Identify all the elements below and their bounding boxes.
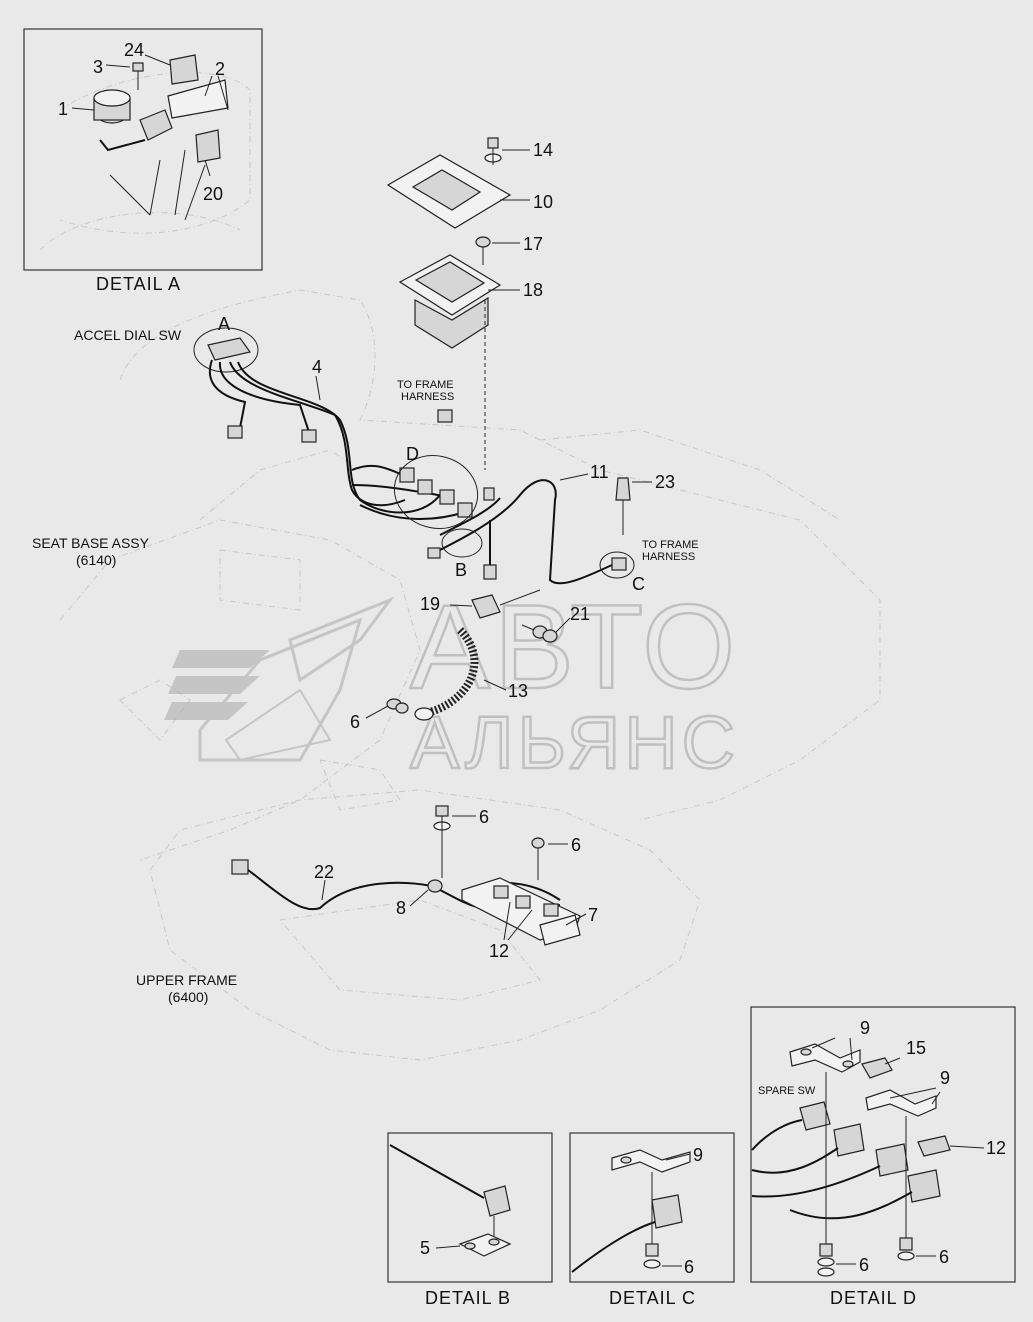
ghost-outline (59, 72, 881, 1061)
callout-8: 8 (396, 898, 406, 918)
detail-c: 9 6 (569, 1132, 735, 1283)
callout-19: 19 (420, 594, 440, 614)
label-seat-base-line2: (6140) (76, 552, 116, 568)
detail-b: 5 (387, 1132, 553, 1283)
callout-12: 12 (489, 941, 509, 961)
callout-18: 18 (523, 280, 543, 300)
callout-20: 20 (203, 184, 223, 204)
callout-6-d2: 6 (939, 1247, 949, 1267)
callout-6-d1: 6 (859, 1255, 869, 1275)
label-upper-frame-line1: UPPER FRAME (136, 972, 237, 988)
callout-11: 11 (590, 462, 609, 482)
callout-4: 4 (312, 357, 322, 377)
main-harness: ACCEL DIAL SW A D B C (32, 314, 699, 732)
callout-5: 5 (420, 1238, 430, 1258)
label-upper-frame-line2: (6400) (168, 989, 208, 1005)
detail-d-caption: DETAIL D (830, 1288, 917, 1308)
callout-6-a: 6 (479, 807, 489, 827)
detail-a: 24 3 2 1 20 (23, 28, 263, 271)
detail-a-caption: DETAIL A (96, 274, 181, 294)
callout-21: 21 (570, 604, 590, 624)
callout-23: 23 (655, 472, 675, 492)
watermark-line2: АЛЬЯНС (410, 701, 739, 784)
callout-22: 22 (314, 862, 334, 882)
watermark-logo: АВТО АЛЬЯНС (164, 579, 739, 785)
label-to-frame-harness-1-line1: TO FRAME (397, 379, 454, 391)
letter-b: B (455, 560, 467, 580)
callout-9-c: 9 (693, 1145, 703, 1165)
label-to-frame-harness-1-line2: HARNESS (401, 391, 454, 403)
callout-7: 7 (588, 905, 598, 925)
callout-6-b: 6 (571, 835, 581, 855)
callout-1: 1 (58, 99, 68, 119)
callout-6-c: 6 (684, 1257, 694, 1277)
callout-17: 17 (523, 234, 543, 254)
letter-c: C (632, 574, 645, 594)
detail-d: 9 15 9 12 6 6 SPARE SW (750, 1006, 1016, 1283)
label-to-frame-harness-2-line2: HARNESS (642, 551, 695, 563)
letter-a: A (218, 314, 230, 334)
callout-13: 13 (508, 681, 528, 701)
detail-c-caption: DETAIL C (609, 1288, 696, 1308)
label-to-frame-harness-2-line1: TO FRAME (642, 539, 699, 551)
callout-6-mid: 6 (350, 712, 360, 732)
callout-2: 2 (215, 59, 225, 79)
callout-10: 10 (533, 192, 553, 212)
callout-15: 15 (906, 1038, 926, 1058)
label-accel-dial-sw: ACCEL DIAL SW (74, 327, 182, 343)
callout-14: 14 (533, 140, 553, 160)
bezel-assembly: 14 10 17 18 (386, 137, 553, 470)
label-seat-base-line1: SEAT BASE ASSY (32, 535, 150, 551)
detail-b-caption: DETAIL B (425, 1288, 511, 1308)
callout-9-d2: 9 (940, 1068, 950, 1088)
callout-24: 24 (124, 40, 144, 60)
upper-frame-harness: 6 6 22 8 7 12 UPPER FRAME (6400) (136, 805, 598, 1005)
letter-d: D (406, 444, 419, 464)
callout-9-d1: 9 (860, 1018, 870, 1038)
callout-12-d: 12 (986, 1138, 1006, 1158)
callout-3: 3 (93, 57, 103, 77)
label-spare-sw: SPARE SW (758, 1085, 816, 1097)
